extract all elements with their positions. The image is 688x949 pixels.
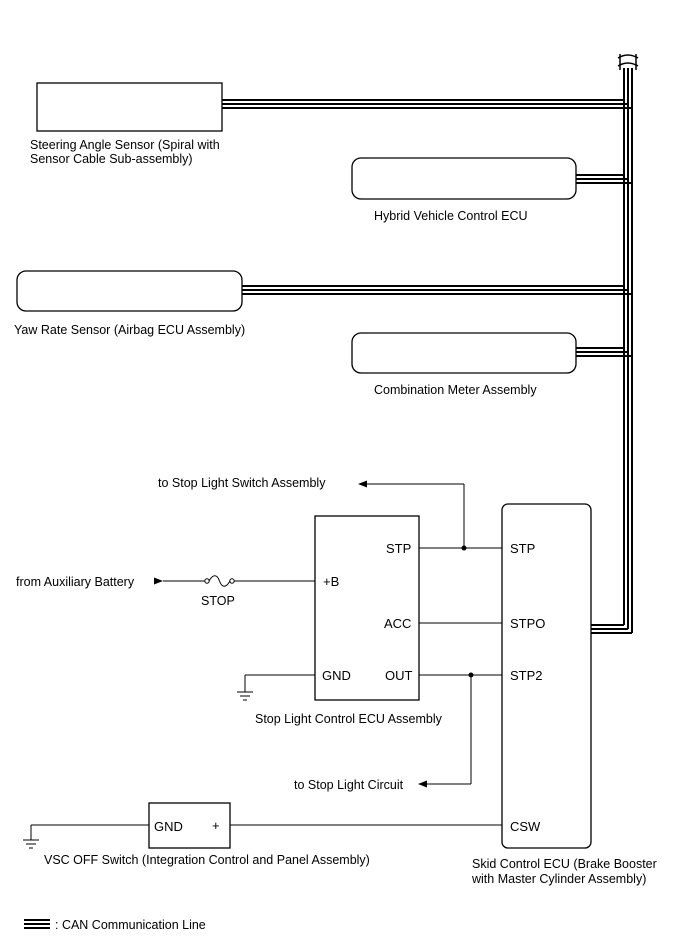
pin-stpo-skid: STPO bbox=[510, 616, 545, 631]
junction-dot-stp bbox=[461, 545, 467, 551]
skid-ecu-label-2: with Master Cylinder Assembly) bbox=[471, 872, 646, 886]
vsc-switch-label: VSC OFF Switch (Integration Control and … bbox=[44, 853, 370, 867]
bus-break-symbol bbox=[617, 54, 639, 70]
meter-box bbox=[351, 332, 577, 374]
pin-csw-skid: CSW bbox=[510, 819, 541, 834]
meter-label: Combination Meter Assembly bbox=[374, 383, 537, 397]
skid-ecu-box bbox=[501, 503, 592, 849]
can-branch-hybrid bbox=[576, 174, 632, 184]
pin-acc-ecu: ACC bbox=[384, 616, 411, 631]
yaw-sensor-label: Yaw Rate Sensor (Airbag ECU Assembly) bbox=[14, 323, 245, 337]
to-stop-light-circuit-label: to Stop Light Circuit bbox=[294, 778, 404, 792]
steering-sensor-label-2: Sensor Cable Sub-assembly) bbox=[30, 152, 193, 166]
signal-wires bbox=[30, 483, 502, 840]
pin-gnd-vsc: GND bbox=[154, 819, 183, 834]
ground-icon-vsc bbox=[23, 839, 39, 849]
hybrid-ecu-box bbox=[351, 157, 577, 200]
to-stop-light-switch-label: to Stop Light Switch Assembly bbox=[158, 476, 326, 490]
arrow-left-icon bbox=[358, 480, 367, 488]
pin-gnd-ecu: GND bbox=[322, 668, 351, 683]
yaw-sensor-box bbox=[16, 270, 243, 312]
skid-ecu-label-1: Skid Control ECU (Brake Booster bbox=[472, 857, 657, 871]
stop-light-ecu-box bbox=[314, 515, 420, 701]
arrow-right-icon bbox=[154, 577, 163, 585]
fuse-label: STOP bbox=[201, 594, 235, 608]
fuse-symbol bbox=[204, 575, 235, 587]
junction-dot-out bbox=[468, 672, 474, 678]
pin-stp2-skid: STP2 bbox=[510, 668, 543, 683]
hybrid-ecu-label: Hybrid Vehicle Control ECU bbox=[374, 209, 528, 223]
ground-icon-ecu bbox=[237, 691, 253, 701]
can-branch-skid bbox=[591, 624, 632, 634]
can-branch-yaw bbox=[242, 285, 632, 295]
can-branch-steering bbox=[222, 99, 632, 109]
pin-b-ecu: +B bbox=[323, 574, 339, 589]
steering-sensor-label-1: Steering Angle Sensor (Spiral with bbox=[30, 138, 220, 152]
can-bus-trunk bbox=[623, 68, 633, 633]
from-aux-battery-label: from Auxiliary Battery bbox=[16, 575, 135, 589]
legend-label: : CAN Communication Line bbox=[55, 918, 206, 932]
pin-stp-ecu: STP bbox=[386, 541, 411, 556]
stop-light-ecu-label: Stop Light Control ECU Assembly bbox=[255, 712, 443, 726]
can-branch-meter bbox=[576, 347, 632, 357]
legend-can-line-icon bbox=[24, 919, 50, 929]
pin-stp-skid: STP bbox=[510, 541, 535, 556]
steering-sensor-box bbox=[36, 82, 223, 132]
pin-out-ecu: OUT bbox=[385, 668, 413, 683]
arrow-left-icon bbox=[418, 780, 427, 788]
pin-plus-vsc: + bbox=[212, 818, 220, 833]
